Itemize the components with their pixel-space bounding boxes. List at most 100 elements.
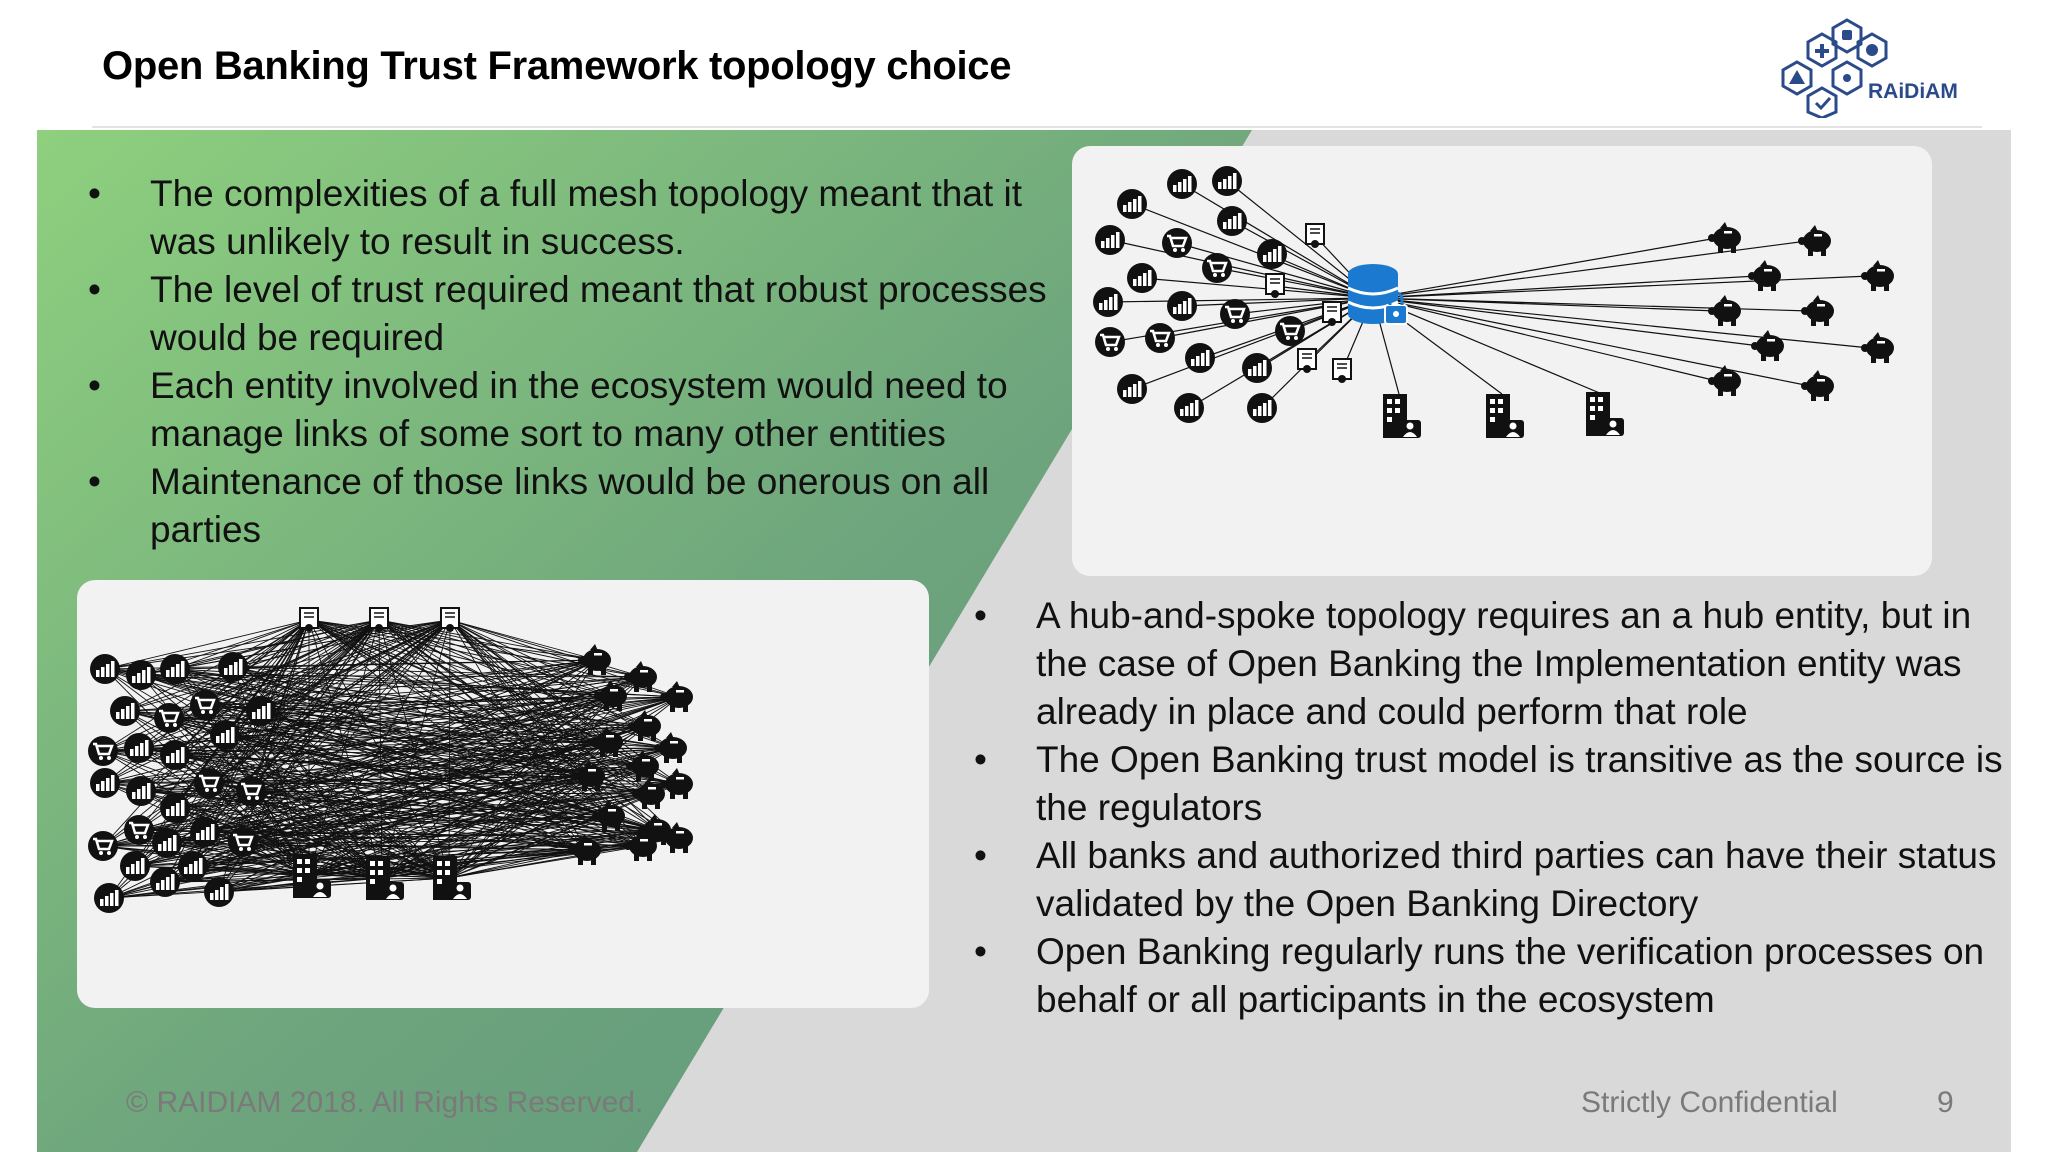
mesh-link <box>204 619 310 833</box>
mesh-link <box>204 704 450 879</box>
building-person-icon <box>366 856 404 900</box>
footer-copyright: © RAIDIAM 2018. All Rights Reserved. <box>126 1086 644 1119</box>
mesh-link <box>232 666 644 847</box>
mesh-link <box>102 619 310 847</box>
mesh-link <box>378 619 588 851</box>
mesh-link <box>108 877 383 899</box>
mesh-link <box>308 619 674 749</box>
mesh-link <box>381 775 592 879</box>
mesh-link <box>449 619 680 839</box>
mesh-link <box>448 849 588 879</box>
bar-chart-icon <box>178 851 208 881</box>
mesh-link <box>308 619 383 879</box>
mesh-link <box>308 619 451 877</box>
mesh-link <box>308 815 612 877</box>
mesh-link <box>449 619 648 727</box>
bar-chart-icon <box>126 660 156 690</box>
hexagon-icon <box>1806 32 1838 68</box>
hub-database-lock-icon <box>1347 264 1408 325</box>
mesh-link <box>204 831 310 877</box>
footer-confidential-label: Strictly Confidential <box>1581 1086 1838 1119</box>
left-bullet: Each entity involved in the ecosystem wo… <box>88 362 1048 458</box>
mesh-link <box>378 619 450 879</box>
shopping-cart-icon <box>234 774 268 808</box>
mesh-link <box>232 666 310 877</box>
slide-title: Open Banking Trust Framework topology ch… <box>102 44 1012 88</box>
mesh-link <box>138 619 451 831</box>
mesh-link <box>381 619 451 879</box>
mesh-link <box>449 619 588 851</box>
right-bullet: All banks and authorized third parties c… <box>974 832 2014 928</box>
mesh-link <box>448 619 451 879</box>
mesh-link <box>378 619 674 749</box>
mesh-link <box>449 619 592 777</box>
mesh-link <box>218 695 614 893</box>
shopping-cart-icon <box>226 825 260 859</box>
hexagon-icon <box>1831 18 1863 54</box>
bar-chart-icon <box>150 867 180 897</box>
hexagon-icon <box>1781 60 1813 96</box>
mesh-link <box>174 619 310 670</box>
hexagon-icon <box>1831 60 1863 96</box>
bar-chart-icon <box>1093 166 1287 423</box>
mesh-link <box>168 717 383 879</box>
mesh-link <box>308 619 644 847</box>
mesh-link <box>448 695 614 879</box>
mesh-link <box>108 783 680 899</box>
mesh-link <box>140 790 450 879</box>
mesh-link <box>308 619 680 839</box>
mesh-link <box>381 849 588 879</box>
bar-chart-icon <box>190 817 220 847</box>
mesh-link <box>108 619 310 899</box>
right-bullet: The Open Banking trust model is transiti… <box>974 736 2014 832</box>
mesh-link <box>378 619 652 795</box>
full-mesh-diagram <box>77 580 929 1008</box>
mesh-link <box>378 619 610 743</box>
mesh-link <box>192 619 451 867</box>
certificate-icon <box>299 607 319 633</box>
left-bullet-list: The complexities of a full mesh topology… <box>88 170 1048 554</box>
bar-chart-icon <box>246 696 276 726</box>
mesh-link <box>138 747 646 767</box>
mesh-link <box>381 695 614 879</box>
raidiam-logo: RAiDiAM <box>1781 18 1958 118</box>
mesh-link <box>134 619 451 867</box>
bar-chart-icon <box>90 654 120 684</box>
bar-chart-icon <box>94 883 124 913</box>
mesh-link <box>192 865 383 879</box>
mesh-link <box>378 619 658 831</box>
left-bullet: The level of trust required meant that r… <box>88 266 1048 362</box>
mesh-link <box>308 619 380 877</box>
mesh-link <box>308 741 610 877</box>
bar-chart-icon <box>110 696 140 726</box>
mesh-link <box>378 619 383 879</box>
mesh-link <box>102 750 310 877</box>
mesh-link <box>104 668 450 879</box>
mesh-link <box>174 668 674 749</box>
mesh-link <box>124 619 310 712</box>
bar-chart-icon <box>126 776 156 806</box>
mesh-link <box>378 619 644 847</box>
mesh-link <box>378 619 680 785</box>
mesh-link <box>308 619 588 851</box>
shopping-cart-icon <box>86 734 120 768</box>
bar-chart-icon <box>210 720 240 750</box>
mesh-link <box>449 619 644 678</box>
mesh-link <box>448 676 644 879</box>
certificate-icon <box>369 607 389 633</box>
bar-chart-icon <box>160 793 190 823</box>
bar-chart-icon <box>160 740 190 770</box>
bar-chart-icon <box>152 828 182 858</box>
mesh-link <box>381 747 674 879</box>
mesh-link <box>164 619 310 883</box>
piggy-bank-icon <box>1708 222 1894 401</box>
page-number: 9 <box>1937 1086 1954 1119</box>
shopping-cart-icon <box>188 688 222 722</box>
hexagon-icon <box>1806 86 1838 118</box>
mesh-link <box>449 619 614 697</box>
mesh-link <box>192 619 380 867</box>
piggy-bank-icon <box>654 732 687 763</box>
mesh-link <box>208 782 383 879</box>
mesh-link <box>378 619 680 698</box>
building-person-icon <box>1383 392 1624 438</box>
